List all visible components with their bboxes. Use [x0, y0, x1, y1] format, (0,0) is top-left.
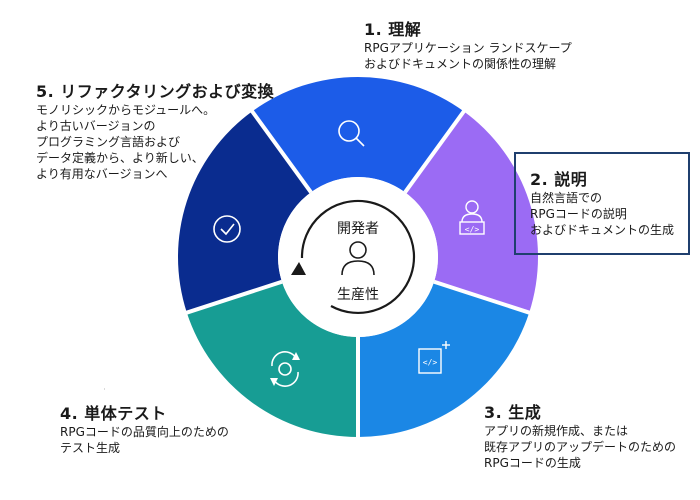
step-desc-line: より有用なバージョンへ: [36, 167, 168, 181]
decorative-tick: [104, 388, 105, 390]
segment-separator: [185, 279, 283, 315]
person-icon: [341, 241, 375, 276]
center-top-label: 開発者: [337, 221, 379, 237]
segment-explain: [405, 111, 539, 313]
segment-generate: [358, 281, 530, 437]
cycle-arrow-icon: [291, 199, 416, 314]
step-understand: 1. 理解 RPGアプリケーション ランドスケープ およびドキュメントの関係性の…: [364, 20, 572, 72]
step-desc-line: アプリの新規作成、または: [484, 424, 629, 438]
segment-refactor: [178, 111, 311, 313]
step-title: 1. 理解: [364, 20, 422, 39]
highlight-box: [514, 152, 690, 255]
step-desc-line: より古いバージョンの: [36, 119, 156, 133]
step-desc-line: およびドキュメントの関係性の理解: [364, 57, 557, 71]
step-desc-line: およびドキュメントの生成: [530, 223, 675, 237]
step-desc-line: プログラミング言語および: [36, 135, 181, 149]
segment-separator: [249, 109, 313, 194]
person-code-icon: </>: [459, 200, 485, 235]
step-explain: 2. 説明 自然言語での RPGコードの説明 およびドキュメントの生成: [530, 170, 674, 238]
step-desc-line: モノリシックからモジュールへ。: [36, 103, 216, 117]
step-title: 2. 説明: [530, 170, 588, 189]
svg-text:</>: </>: [465, 225, 480, 234]
step-desc-line: RPGコードの生成: [484, 456, 581, 470]
magnifier-icon: [338, 120, 365, 147]
step-desc-line: テスト生成: [60, 441, 121, 455]
step-title: 5. リファクタリングおよび変換: [36, 82, 275, 101]
svg-text:</>: </>: [423, 358, 438, 367]
step-refactor: 5. リファクタリングおよび変換 モノリシックからモジュールへ。 より古いバージ…: [36, 82, 274, 182]
step-title: 3. 生成: [484, 403, 542, 422]
step-desc-line: 既存アプリのアップデートのための: [484, 440, 677, 454]
cycle-icon: [270, 351, 300, 387]
step-generate: 3. 生成 アプリの新規作成、または 既存アプリのアップデートのための RPGコ…: [484, 403, 676, 471]
step-desc-line: 自然言語での: [530, 191, 603, 205]
step-desc-line: RPGアプリケーション ランドスケープ: [364, 41, 572, 55]
step-title: 4. 単体テスト: [60, 404, 167, 423]
step-unit-test: 4. 単体テスト RPGコードの品質向上のための テスト生成: [60, 404, 229, 456]
center-bottom-label: 生産性: [337, 287, 379, 303]
step-desc-line: RPGコードの説明: [530, 207, 627, 221]
step-desc-line: データ定義から、より新しい、: [36, 151, 204, 165]
step-desc-line: RPGコードの品質向上のための: [60, 425, 229, 439]
segment-separator: [403, 109, 467, 194]
check-circle-icon: [213, 215, 241, 243]
segment-separator: [433, 279, 531, 315]
code-file-icon: </>: [418, 341, 450, 374]
